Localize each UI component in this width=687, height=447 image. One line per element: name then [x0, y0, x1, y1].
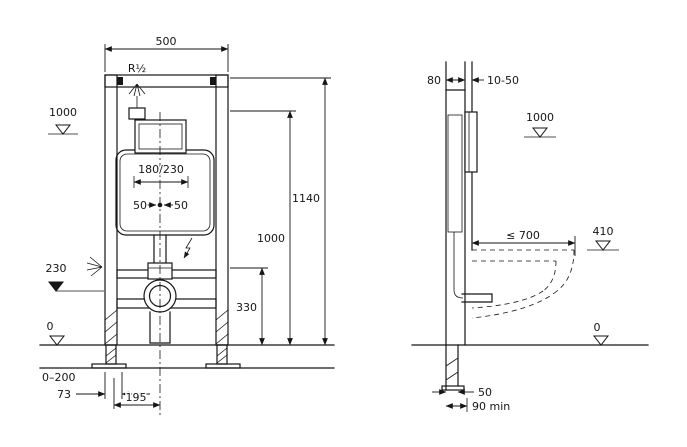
- level-marker-230: [47, 281, 65, 292]
- dim-1140: 1140: [292, 192, 320, 205]
- level-1000-label: 1000: [49, 106, 77, 119]
- dim-500: 500: [156, 35, 177, 48]
- level-0-side-label: 0: [594, 321, 601, 334]
- level-marker-410: [594, 240, 612, 251]
- foot-plate: [441, 385, 465, 391]
- lightning-icon: [183, 237, 193, 259]
- dim-1000: 1000: [257, 232, 285, 245]
- front-view: 500 R½ 1000 1140 1000 330 180/230 50 50 …: [39, 34, 335, 416]
- side-frame: [441, 61, 493, 391]
- level-230-label: 230: [46, 262, 67, 275]
- level-marker-1000: [54, 124, 72, 135]
- inspection-shaft: [134, 119, 187, 154]
- front-labels: 500 R½ 1000 1140 1000 330 180/230 50 50 …: [41, 34, 322, 406]
- level-marker-0: [48, 335, 66, 346]
- side-labels: 80 10-50 1000 ≤ 700 410 0 50 90 min: [426, 73, 616, 415]
- level-1000-side-label: 1000: [526, 111, 554, 124]
- dim-330: 330: [236, 301, 257, 314]
- rail-tab: [210, 77, 216, 85]
- dim-50-right: 50: [174, 199, 188, 212]
- level-410-label: 410: [593, 225, 614, 238]
- dim-50-side: 50: [478, 386, 492, 399]
- floor-lines-front: [39, 344, 335, 369]
- dim-90-min: 90 min: [472, 400, 510, 413]
- supply-label: R½: [128, 62, 146, 75]
- cistern-side: [447, 114, 463, 233]
- front-dimensions: [47, 44, 331, 409]
- dim-180-230: 180/230: [138, 163, 184, 176]
- fixing-point-dot: [157, 202, 163, 208]
- dim-10-50: 10-50: [487, 74, 519, 87]
- spray-icon: [86, 256, 103, 277]
- rail-tab: [117, 77, 123, 85]
- range-0-200: 0–200: [42, 371, 76, 384]
- level-marker-1000-side: [531, 127, 549, 138]
- supply-stub: [128, 107, 146, 120]
- level-marker-0-side: [592, 335, 610, 346]
- wc-pan-outline: [471, 249, 575, 319]
- dim-700: ≤ 700: [506, 229, 540, 242]
- dim-50-left: 50: [133, 199, 147, 212]
- front-frame: [91, 74, 241, 369]
- level-0-label: 0: [47, 320, 54, 333]
- access-plate: [464, 111, 478, 173]
- dim-73: 73: [57, 388, 71, 401]
- dim-195: 195: [126, 391, 147, 404]
- cistern: [115, 96, 215, 236]
- dim-80: 80: [427, 74, 441, 87]
- side-dimensions: [432, 77, 619, 412]
- side-view: 80 10-50 1000 ≤ 700 410 0 50 90 min: [411, 61, 649, 415]
- water-spray-icon: [128, 83, 146, 97]
- outlet-connector: [461, 293, 493, 303]
